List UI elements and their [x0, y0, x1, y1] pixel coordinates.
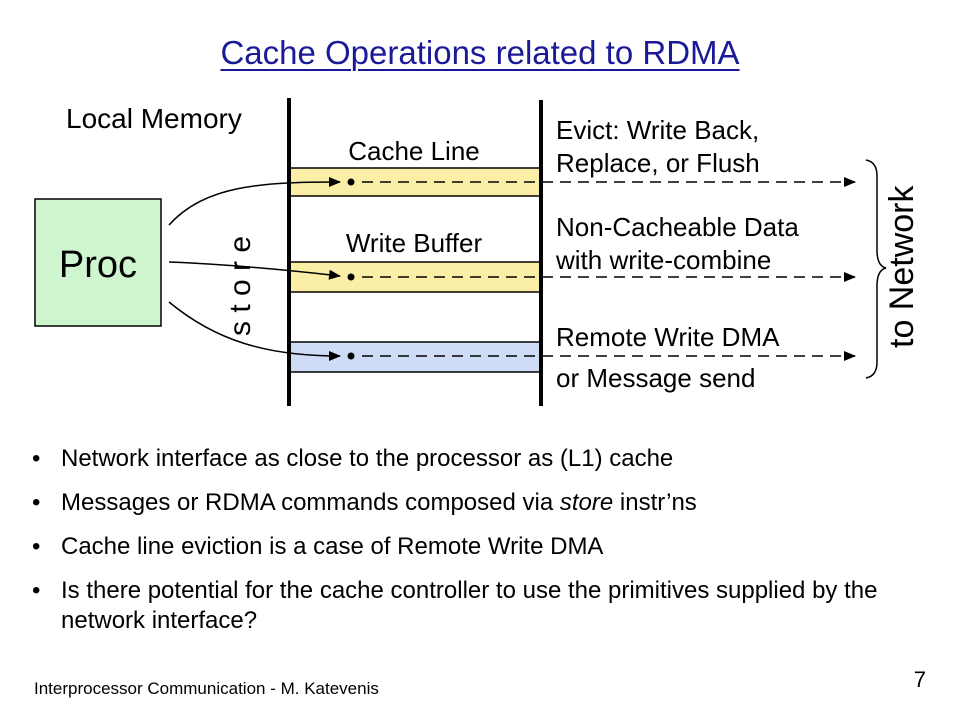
local-memory-label: Local Memory [66, 103, 242, 134]
noncache-label-2: with write-combine [555, 245, 771, 275]
footer-text: Interprocessor Communication - M. Kateve… [34, 679, 379, 698]
bullet-item: Network interface as close to the proces… [30, 444, 940, 474]
proc-label: Proc [59, 244, 137, 286]
bullet-item: Messages or RDMA commands composed via s… [30, 488, 940, 518]
noncache-label-1: Non-Cacheable Data [556, 212, 799, 242]
dma-slot [288, 341, 542, 373]
evict-label-1: Evict: Write Back, [556, 115, 759, 145]
network-brace [865, 159, 887, 379]
bullet-item: Is there potential for the cache control… [30, 576, 940, 636]
store-arrow-top [168, 177, 341, 226]
bullet-list: Network interface as close to the proces… [30, 444, 940, 650]
write-buffer-label: Write Buffer [346, 228, 483, 258]
page-number: 7 [913, 667, 926, 692]
write-buffer-slot [288, 261, 542, 293]
store-arrow-mid [168, 261, 341, 280]
dma-dot [347, 352, 355, 360]
bullet-item: Cache line eviction is a case of Remote … [30, 532, 940, 562]
evict-label-2: Replace, or Flush [556, 148, 760, 178]
remote-dma-label: Remote Write DMA [556, 322, 780, 352]
cache-line-label: Cache Line [348, 136, 480, 166]
write-buffer-dot [347, 273, 355, 281]
cache-line-dot [347, 178, 355, 186]
store-arrow-bottom [168, 301, 341, 361]
to-network-label: to Network [883, 185, 921, 348]
store-label: s t o r e [224, 236, 257, 336]
page-title: Cache Operations related to RDMA [220, 34, 740, 71]
message-send-label: or Message send [556, 363, 755, 393]
proc-box [34, 198, 162, 327]
